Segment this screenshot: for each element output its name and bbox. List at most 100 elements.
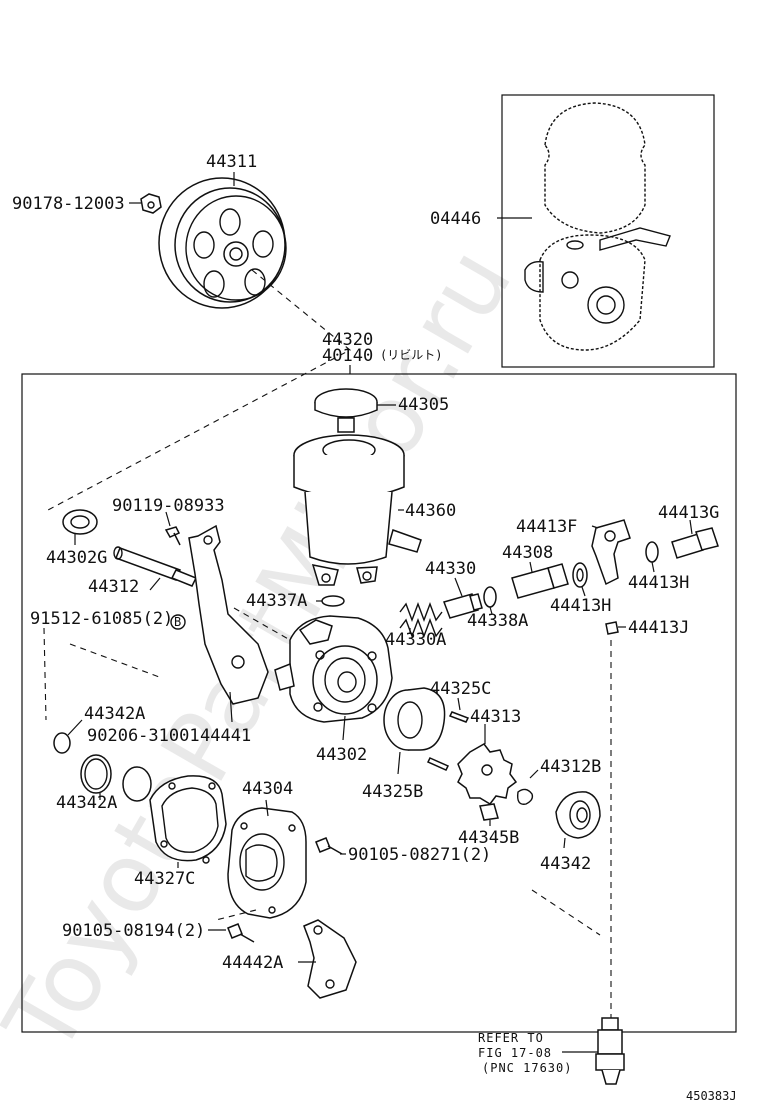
- refer-line2: FIG 17-08: [478, 1046, 552, 1060]
- leader-44413H-a: [581, 586, 586, 597]
- leader-44441: [229, 691, 233, 723]
- nut-90178-12003: [140, 193, 162, 214]
- label-44413J: 44413J: [628, 618, 689, 638]
- bracket-44441: [188, 524, 269, 705]
- leader-44413F: [591, 525, 599, 529]
- label-44413F: 44413F: [516, 517, 577, 537]
- pressure-switch: [595, 1017, 625, 1085]
- pin-44325B-b: [426, 757, 450, 771]
- oring-44342A-bot-inner: [84, 758, 108, 790]
- leader-44330: [454, 577, 463, 597]
- leader-44342A-top: [67, 719, 83, 736]
- inset-box: [501, 94, 715, 368]
- label-44320: 44320: [322, 330, 373, 350]
- leader-44338A: [489, 606, 493, 615]
- label-44442A: 44442A: [222, 953, 283, 973]
- circle-b-text: B: [174, 615, 181, 629]
- bolt-90105-08194: [227, 923, 255, 943]
- rotor-44313: [457, 743, 518, 805]
- bracket-hole: [203, 535, 213, 545]
- washer-44413H-b: [645, 541, 659, 563]
- label-44327C: 44327C: [134, 869, 195, 889]
- circle-b-marker: [170, 614, 186, 630]
- label-90119-08933: 90119-08933: [112, 496, 225, 516]
- washer-44413H-a: [572, 562, 588, 588]
- pin-44325C: [448, 711, 470, 723]
- label-44338A: 44338A: [467, 611, 528, 631]
- pulley-dash: [47, 269, 351, 511]
- pulley-44311: [158, 177, 287, 309]
- label-44302G: 44302G: [46, 548, 107, 568]
- label-90105-08271: 90105-08271(2): [348, 845, 491, 865]
- label-44413H-a: 44413H: [550, 596, 611, 616]
- watermark: ToyotaPartMirror.ru: [0, 230, 534, 1073]
- bracket-hole: [231, 655, 245, 669]
- valve-44330: [443, 593, 483, 619]
- dash-91512b: [69, 643, 163, 679]
- leader-44413G: [689, 519, 693, 535]
- leader-44312B: [529, 769, 539, 779]
- label-44413G: 44413G: [658, 503, 719, 523]
- label-rebuilt-note: (リビルト): [380, 348, 442, 362]
- label-44337A: 44337A: [246, 591, 307, 611]
- cover-44304: [227, 807, 307, 919]
- label-44313: 44313: [470, 707, 521, 727]
- oring-44337A: [321, 595, 345, 607]
- label-44441: 44441: [200, 726, 251, 746]
- assembly-box: [21, 373, 737, 1033]
- vane-44345B: [479, 803, 499, 821]
- flow-control-44342: [555, 791, 601, 839]
- label-44330A: 44330A: [385, 630, 446, 650]
- label-44342A-bot: 44342A: [56, 793, 117, 813]
- bolt-44413G: [671, 527, 719, 559]
- bracket-44442A: [303, 919, 357, 999]
- label-44311: 44311: [206, 152, 257, 172]
- gasket-44327C: [149, 775, 227, 864]
- clip-44312B: [516, 788, 534, 805]
- label-91512-61085: 91512-61085(2): [30, 609, 173, 629]
- bolt-90119-08933: [164, 526, 181, 546]
- label-04446: 04446: [430, 209, 481, 229]
- label-44342: 44342: [540, 854, 591, 874]
- leader-44308: [529, 561, 533, 573]
- label-44330: 44330: [425, 559, 476, 579]
- label-90206-31001: 90206-31001: [87, 726, 200, 746]
- bolt-90105-08271: [315, 837, 343, 855]
- label-44302: 44302: [316, 745, 367, 765]
- label-44308: 44308: [502, 543, 553, 563]
- spring-44330A: [399, 602, 443, 638]
- leader-44325B: [397, 751, 401, 775]
- oring-44342A-bot: [80, 754, 112, 794]
- leader-44325C: [457, 697, 461, 711]
- label-90105-08194: 90105-08194(2): [62, 921, 205, 941]
- washer-44413H-a-inner: [576, 568, 584, 582]
- label-44325B: 44325B: [362, 782, 423, 802]
- cap-44413J: [605, 621, 619, 635]
- fitting-44413F: [591, 519, 631, 586]
- bearing-44302G: [62, 509, 98, 535]
- leader-44413H-b: [651, 561, 655, 573]
- reservoir-44360: [293, 434, 422, 586]
- label-44312B: 44312B: [540, 757, 601, 777]
- dash-91512: [43, 627, 47, 721]
- figure-id: 450383J: [686, 1089, 737, 1103]
- leader-44302: [342, 715, 346, 741]
- oring-90206: [122, 766, 152, 802]
- shaft-44312: [113, 546, 198, 587]
- dash-90105-08194: [215, 909, 257, 921]
- oring-44342A-top: [53, 732, 71, 754]
- refer-line1: REFER TO: [478, 1031, 544, 1045]
- pump-body-44302: [274, 615, 393, 723]
- cam-ring-44325B: [383, 687, 446, 751]
- label-90178-12003: 90178-12003: [12, 194, 125, 214]
- label-44304: 44304: [242, 779, 293, 799]
- label-40140: 40140: [322, 346, 373, 366]
- dash-44342: [531, 889, 601, 936]
- leader-44304: [265, 799, 269, 817]
- label-44312: 44312: [88, 577, 139, 597]
- leader-44342: [563, 837, 566, 849]
- label-44413H-b: 44413H: [628, 573, 689, 593]
- cap-44305: [314, 388, 378, 433]
- label-44342A-top: 44342A: [84, 704, 145, 724]
